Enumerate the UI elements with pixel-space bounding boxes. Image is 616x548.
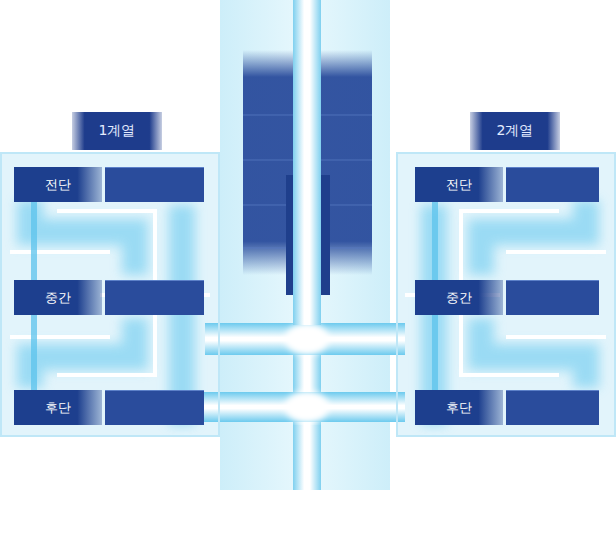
flow-channel [432,202,438,280]
flow-channel [31,315,37,390]
stage-bar [105,167,204,202]
stage-box: 후단 [415,390,599,425]
stage-box: 중간 [415,280,599,315]
series-heading: 1계열 [72,112,162,150]
stage-label: 중간 [14,280,102,315]
stage-bar [105,280,204,315]
stage-label: 중간 [415,280,503,315]
flow-channel [432,315,438,390]
series-panel: 2계열전단중간후단 [396,152,616,437]
stage-label: 전단 [14,167,102,202]
stage-box: 후단 [14,390,204,425]
series-panel: 1계열전단중간후단 [0,152,220,437]
stage-bar [506,390,599,425]
stage-box: 전단 [415,167,599,202]
stage-box: 중간 [14,280,204,315]
stage-box: 전단 [14,167,204,202]
series-heading: 2계열 [470,112,560,150]
stage-label: 전단 [415,167,503,202]
flow-channel [31,202,37,280]
stage-label: 후단 [415,390,503,425]
stage-label: 후단 [14,390,102,425]
stage-bar [506,167,599,202]
stage-bar [105,390,204,425]
stage-bar [506,280,599,315]
